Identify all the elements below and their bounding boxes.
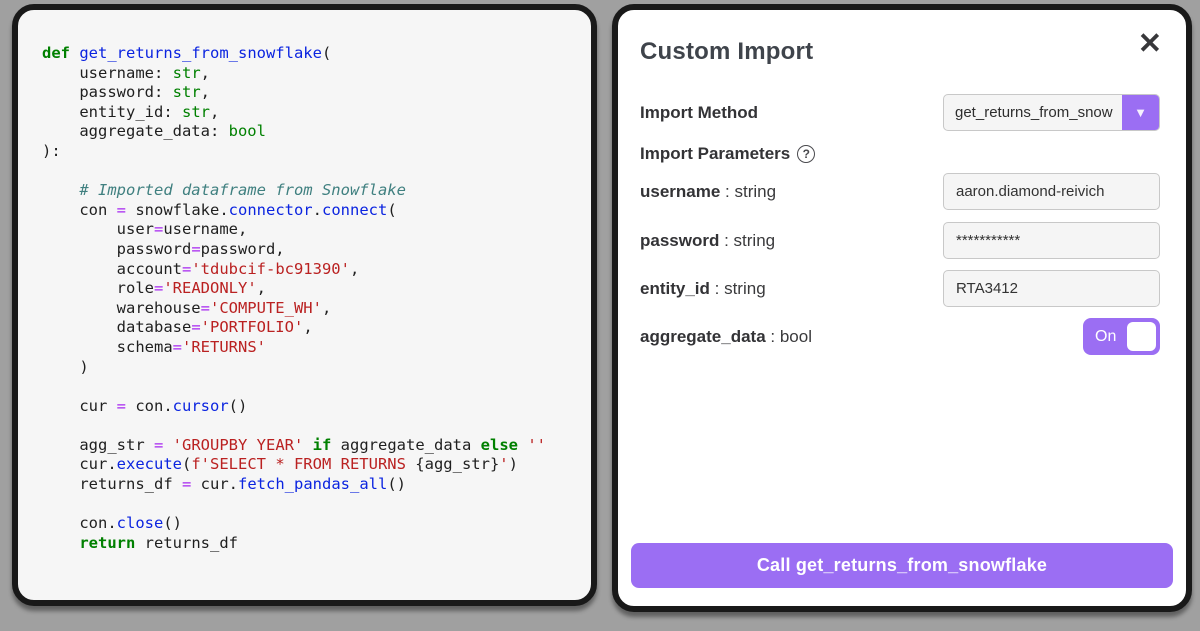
param-label-entity-id: entity_id : string	[640, 278, 766, 298]
param-label-password: password : string	[640, 230, 776, 250]
param-row-aggregate-data: aggregate_data : bool On	[640, 318, 1160, 355]
import-method-selected-value[interactable]: get_returns_from_snow	[955, 104, 1113, 121]
dialog-title: Custom Import	[640, 38, 814, 65]
import-method-label: Import Method	[640, 102, 759, 122]
code-block: def get_returns_from_snowflake( username…	[42, 44, 546, 552]
param-label-aggregate-data: aggregate_data : bool	[640, 326, 812, 346]
aggregate-data-toggle[interactable]: On	[1083, 318, 1160, 355]
code-panel: def get_returns_from_snowflake( username…	[12, 4, 597, 606]
toggle-knob[interactable]	[1127, 322, 1156, 351]
username-input[interactable]	[943, 173, 1160, 210]
chevron-down-icon: ▼	[1134, 105, 1147, 120]
param-row-username: username : string	[640, 173, 1160, 210]
toggle-state-label: On	[1095, 327, 1117, 345]
param-row-entity-id: entity_id : string	[640, 270, 1160, 307]
close-icon[interactable]: ✕	[1137, 28, 1162, 60]
import-method-select[interactable]: get_returns_from_snow ▼	[943, 94, 1160, 131]
entity-id-input[interactable]	[943, 270, 1160, 307]
import-parameters-label: Import Parameters	[640, 144, 791, 163]
import-parameters-header: Import Parameters ?	[640, 141, 1160, 167]
import-method-row: Import Method get_returns_from_snow ▼	[640, 94, 1160, 131]
param-label-username: username : string	[640, 181, 777, 201]
param-row-password: password : string	[640, 222, 1160, 259]
help-icon[interactable]: ?	[797, 145, 816, 163]
custom-import-dialog: Custom Import ✕ Import Method get_return…	[612, 4, 1192, 612]
import-method-dropdown-button[interactable]: ▼	[1122, 95, 1159, 130]
call-function-button[interactable]: Call get_returns_from_snowflake	[631, 543, 1173, 588]
password-input[interactable]	[943, 222, 1160, 259]
